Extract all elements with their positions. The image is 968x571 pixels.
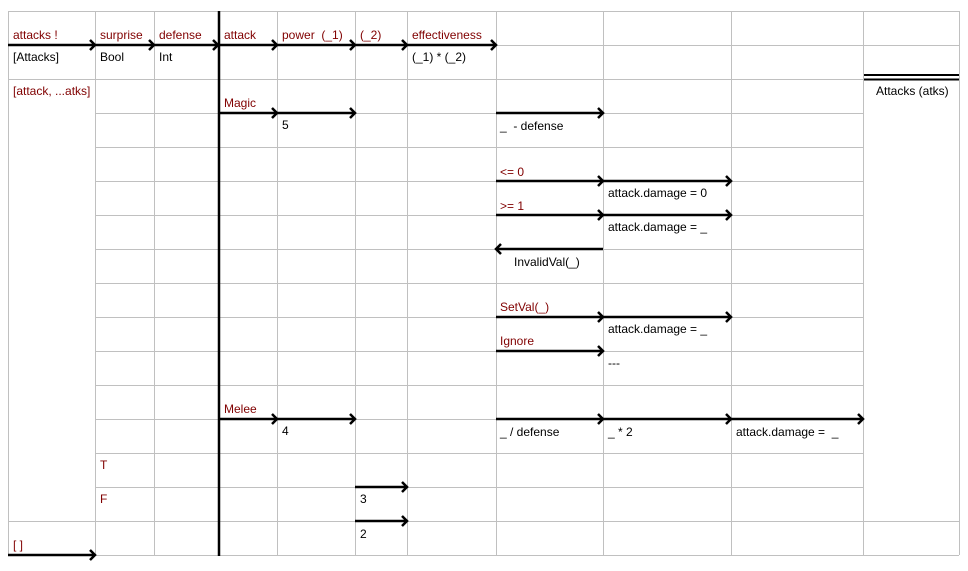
label-attack: attack: [224, 28, 257, 42]
flow-arrow: [355, 515, 409, 527]
case-magic: Magic: [224, 96, 257, 110]
div-defense: _ / defense: [500, 425, 560, 439]
case-le0: <= 0: [500, 165, 525, 179]
case-melee: Melee: [224, 402, 257, 416]
arrow-icon: [277, 107, 357, 119]
param-surprise: surprise: [100, 28, 143, 42]
value-3: 3: [360, 492, 367, 506]
arrow-icon: [603, 413, 733, 425]
arrow-icon: [8, 549, 97, 561]
arrow-icon: [496, 345, 605, 357]
arrow-icon: [494, 243, 603, 255]
flow-arrow: [355, 481, 409, 493]
noop: ---: [608, 356, 620, 370]
param-attacks: attacks !: [13, 28, 58, 42]
label-p2: (_2): [360, 28, 382, 42]
flow-arrow: [496, 107, 605, 119]
case-ge1: >= 1: [500, 199, 525, 213]
param-defense: defense: [159, 28, 202, 42]
arrow-icon: [496, 413, 605, 425]
arrow-icon: [277, 413, 357, 425]
arrow-icon: [355, 515, 409, 527]
effectiveness-expr: (_1) * (_2): [412, 50, 467, 64]
minus-defense: _ - defense: [500, 119, 564, 133]
case-setval: SetVal(_): [500, 300, 550, 314]
type-defense: Int: [159, 50, 173, 64]
arrow-icon: [407, 39, 498, 51]
melee-power: 4: [282, 424, 289, 438]
arrow-icon: [355, 481, 409, 493]
case-ignore: Ignore: [500, 334, 535, 348]
label-power: power (_1): [282, 28, 343, 42]
recursion-label: Attacks (atks): [876, 84, 949, 98]
times-two: _ * 2: [608, 425, 633, 439]
flow-arrow: [496, 345, 605, 357]
flow-arrow: [603, 413, 733, 425]
type-attacks: [Attacks]: [13, 50, 60, 64]
flow-arrow: [8, 549, 97, 561]
flow-arrow: [496, 413, 605, 425]
flow-arrow: [603, 175, 733, 187]
type-surprise: Bool: [100, 50, 125, 64]
flow-arrow: [603, 209, 733, 221]
case-true: T: [100, 458, 108, 472]
arrow-icon: [603, 311, 733, 323]
flow-arrow: [407, 39, 498, 51]
arrow-icon: [731, 413, 865, 425]
flow-arrow: [494, 243, 603, 255]
damage-set-2: attack.damage = _: [608, 322, 708, 336]
flow-arrow: [277, 107, 357, 119]
pattern-empty: [ ]: [13, 538, 24, 552]
pattern-cons: [attack, ...atks]: [13, 84, 91, 98]
invalid-val: InvalidVal(_): [514, 255, 580, 269]
arrow-icon: [603, 209, 733, 221]
damage-zero: attack.damage = 0: [608, 186, 708, 200]
flow-arrow: [277, 413, 357, 425]
label-effectiveness: effectiveness: [412, 28, 482, 42]
arrow-icon: [496, 107, 605, 119]
case-false: F: [100, 492, 108, 506]
magic-power: 5: [282, 118, 289, 132]
flow-arrow: [731, 413, 865, 425]
damage-set-1: attack.damage = _: [608, 220, 708, 234]
flow-arrow: [603, 311, 733, 323]
damage-set-3: attack.damage = _: [736, 425, 839, 439]
arrow-icon: [603, 175, 733, 187]
value-2: 2: [360, 527, 367, 541]
